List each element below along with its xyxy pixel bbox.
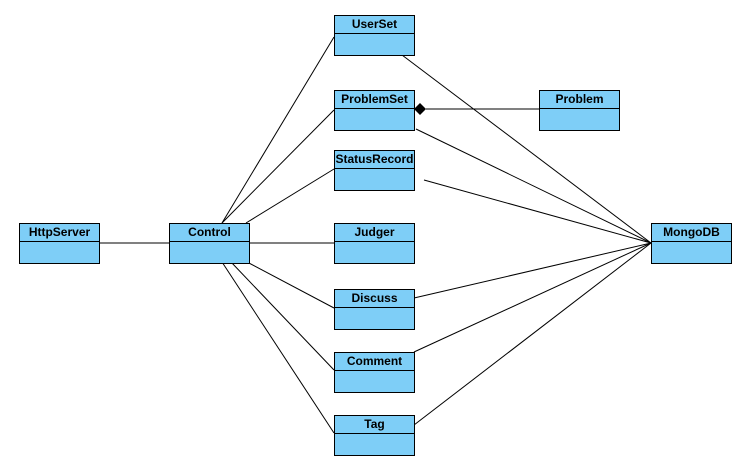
class-box-body xyxy=(651,223,732,264)
class-box-body xyxy=(19,223,100,264)
class-box-discuss[interactable]: Discuss xyxy=(334,289,415,330)
class-box-httpserver[interactable]: HttpServer xyxy=(19,223,100,264)
class-name-userset: UserSet xyxy=(352,17,397,31)
class-box-body xyxy=(334,289,415,330)
association-tag-mongodb xyxy=(413,242,652,426)
class-box-body xyxy=(334,415,415,456)
class-boxes: HttpServer Control UserSetProblemSetStatus… xyxy=(19,15,732,456)
association-userset-mongodb xyxy=(401,54,652,244)
class-box-body xyxy=(334,150,415,191)
class-box-body xyxy=(334,352,415,393)
class-name-problemset: ProblemSet xyxy=(341,92,408,106)
class-box-problemset[interactable]: ProblemSet xyxy=(334,90,415,131)
class-name-mongodb: MongoDB xyxy=(663,225,720,239)
association-control-statusrecord xyxy=(245,168,335,224)
association-lines xyxy=(99,36,652,434)
class-box-body xyxy=(539,90,620,131)
class-box-control[interactable]: Control xyxy=(169,223,250,264)
class-box-body xyxy=(334,223,415,264)
class-box-comment[interactable]: Comment xyxy=(334,352,415,393)
class-box-statusrecord[interactable]: StatusRecord xyxy=(334,150,415,191)
association-comment-mongodb xyxy=(413,242,652,353)
class-box-userset[interactable]: UserSet xyxy=(334,15,415,56)
class-name-tag: Tag xyxy=(364,417,384,431)
association-control-userset xyxy=(221,36,335,224)
class-box-tag[interactable]: Tag xyxy=(334,415,415,456)
class-box-body xyxy=(334,90,415,131)
association-discuss-mongodb xyxy=(413,242,652,299)
class-name-control: Control xyxy=(188,225,231,239)
class-name-problem: Problem xyxy=(555,92,603,106)
association-control-problemset xyxy=(221,109,335,224)
class-box-body xyxy=(169,223,250,264)
association-control-comment xyxy=(230,261,335,371)
association-control-tag xyxy=(221,261,335,434)
association-statusrecord-mongodb xyxy=(423,179,652,244)
class-name-comment: Comment xyxy=(347,354,402,368)
association-control-discuss xyxy=(246,261,335,309)
class-box-judger[interactable]: Judger xyxy=(334,223,415,264)
association-problemset-mongodb xyxy=(415,128,652,244)
class-name-statusrecord: StatusRecord xyxy=(335,152,413,166)
composition-diamond-problemset xyxy=(414,103,426,115)
class-box-mongodb[interactable]: MongoDB xyxy=(651,223,732,264)
class-box-problem[interactable]: Problem xyxy=(539,90,620,131)
class-name-discuss: Discuss xyxy=(351,291,397,305)
class-name-judger: Judger xyxy=(354,225,394,239)
class-name-httpserver: HttpServer xyxy=(29,225,91,239)
class-box-body xyxy=(334,15,415,56)
